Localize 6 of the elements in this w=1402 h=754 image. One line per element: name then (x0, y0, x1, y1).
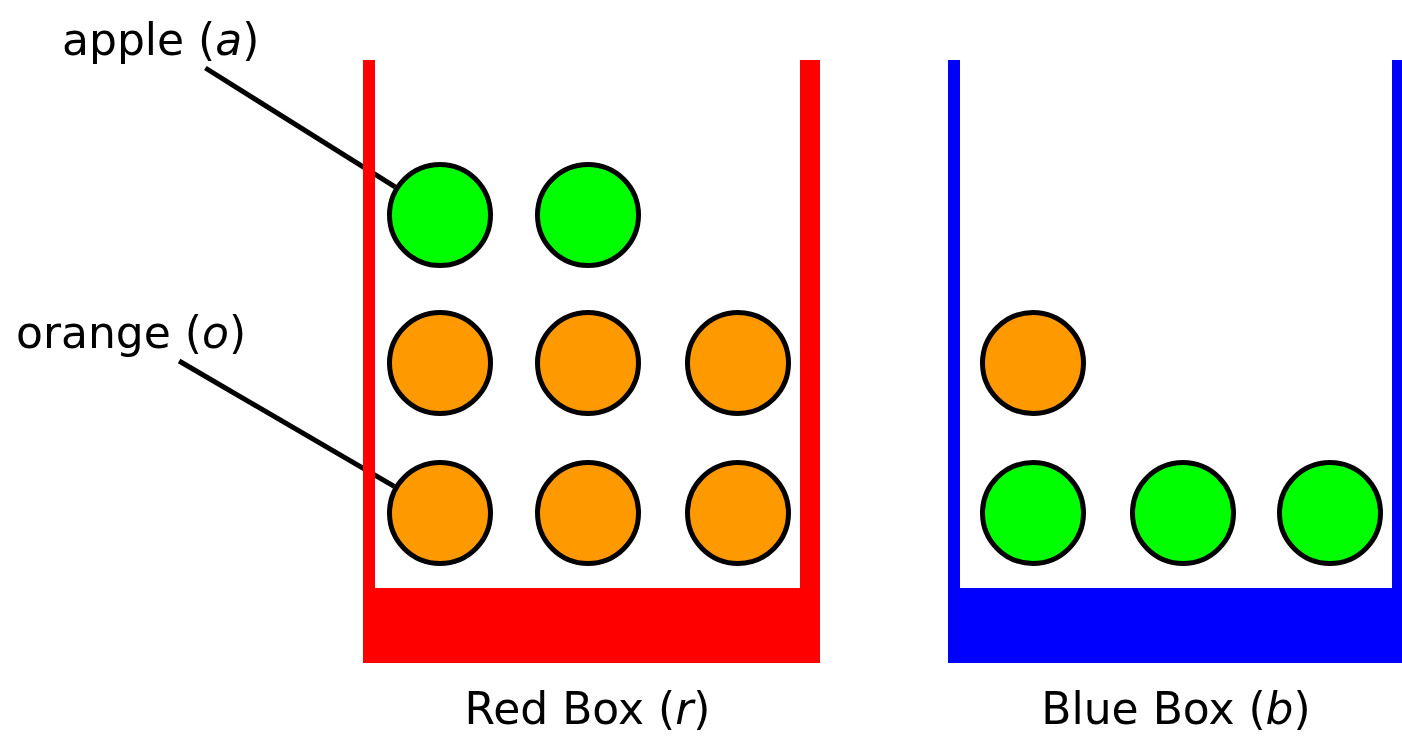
container-label: Red Box (r) (463, 682, 712, 736)
fruit-label: orange (o) (16, 305, 247, 361)
container-label: Blue Box (b) (1040, 682, 1312, 736)
fruit-label: apple (a) (62, 12, 260, 68)
leader-line (177, 358, 396, 489)
leader-line (204, 65, 397, 189)
